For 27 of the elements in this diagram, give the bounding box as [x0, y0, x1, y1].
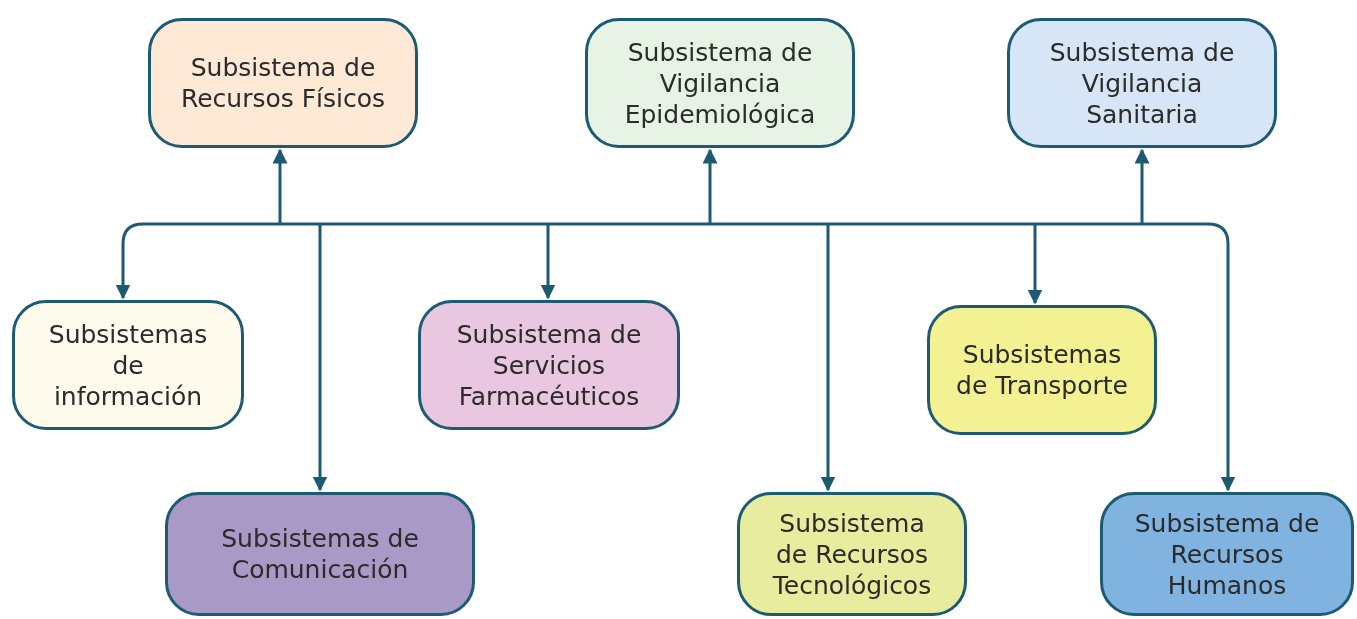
box-label: Subsistema de Servicios Farmacéuticos [455, 318, 643, 412]
subsystem-box [148, 18, 418, 148]
subsystem-box [12, 300, 244, 430]
box-label: Subsistema de Vigilancia Sanitaria [1048, 36, 1236, 130]
arrow [1134, 148, 1150, 224]
box-label: Subsistemas de información [47, 318, 209, 412]
arrow [1207, 222, 1236, 492]
subsystem-box [585, 18, 855, 148]
arrow [540, 224, 556, 300]
arrow [115, 222, 144, 300]
box-label: Subsistemas de Comunicación [220, 523, 420, 585]
subsystem-box [927, 305, 1157, 435]
subsystem-box [418, 300, 680, 430]
box-label: Subsistemas de Transporte [955, 339, 1129, 401]
box-label: Subsistema de Vigilancia Epidemiológica [623, 36, 817, 130]
subsystem-box [737, 492, 967, 616]
subsystem-box [165, 492, 475, 616]
box-label: Subsistema de Recursos Tecnológicos [771, 507, 933, 601]
arrow [312, 224, 328, 492]
arrow [702, 148, 718, 224]
arrow [1027, 224, 1043, 305]
subsystem-box [1007, 18, 1277, 148]
subsystem-box [1100, 492, 1354, 616]
arrow [272, 148, 288, 224]
box-label: Subsistema de Recursos Humanos [1133, 507, 1321, 601]
arrow [820, 224, 836, 492]
box-label: Subsistema de Recursos Físicos [179, 52, 387, 114]
